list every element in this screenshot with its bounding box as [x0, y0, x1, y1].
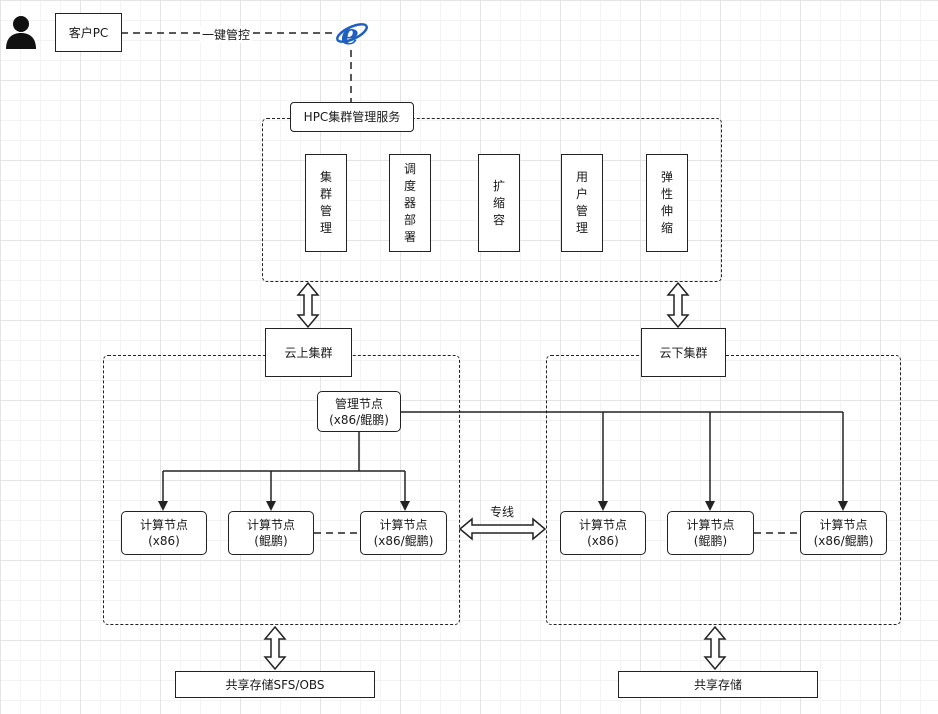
onprem-cluster-region	[546, 355, 901, 625]
hpc-service-region	[262, 118, 722, 282]
cloud-shared-storage: 共享存储SFS/OBS	[175, 671, 375, 698]
module-label: 调度器部署	[403, 161, 416, 244]
cloud-compute-node-x86: 计算节点 (x86)	[121, 511, 207, 555]
compute-node-label: 计算节点 (鲲鹏)	[686, 518, 735, 548]
service-cloud-double-arrow	[296, 281, 320, 329]
manager-node-label: 管理节点 (x86/鲲鹏)	[329, 396, 389, 427]
hpc-service-title-text: HPC集群管理服务	[303, 110, 401, 124]
module-scaling: 扩缩容	[478, 154, 520, 252]
onprem-cluster-title: 云下集群	[641, 328, 726, 377]
onprem-storage-label: 共享存储	[693, 677, 742, 692]
client-pc-label: 客户PC	[68, 25, 109, 40]
user-icon	[6, 16, 36, 49]
module-label: 弹性伸缩	[660, 170, 673, 235]
onprem-compute-node-mixed: 计算节点 (x86/鲲鹏)	[800, 511, 887, 555]
module-scheduler-deploy: 调度器部署	[389, 154, 431, 252]
cloud-compute-node-kunpeng: 计算节点 (鲲鹏)	[228, 511, 314, 555]
module-label: 用户管理	[575, 170, 588, 235]
onprem-shared-storage: 共享存储	[618, 671, 818, 698]
internet-explorer-icon: e	[336, 18, 368, 50]
module-cluster-management: 集群管理	[305, 154, 347, 252]
compute-node-label: 计算节点 (x86/鲲鹏)	[373, 518, 434, 548]
compute-node-label: 计算节点 (鲲鹏)	[246, 518, 295, 548]
module-user-management: 用户管理	[561, 154, 603, 252]
cloud-cluster-title: 云上集群	[265, 328, 352, 377]
onprem-storage-double-arrow	[703, 625, 727, 671]
hpc-service-title: HPC集群管理服务	[290, 102, 414, 132]
service-onprem-double-arrow	[666, 281, 690, 329]
module-elastic-scaling: 弹性伸缩	[646, 154, 688, 252]
module-label: 集群管理	[319, 170, 332, 235]
cloud-cluster-region	[103, 355, 460, 625]
client-pc-box: 客户PC	[55, 13, 122, 52]
one-click-control-label: 一键管控	[200, 26, 253, 43]
svg-text:e: e	[341, 18, 359, 50]
dedicated-line-double-arrow	[458, 517, 547, 541]
compute-node-label: 计算节点 (x86)	[139, 518, 188, 548]
onprem-cluster-title-text: 云下集群	[659, 345, 708, 360]
dedicated-line-label: 专线	[490, 505, 515, 519]
onprem-compute-node-kunpeng: 计算节点 (鲲鹏)	[667, 511, 754, 555]
cloud-manager-node: 管理节点 (x86/鲲鹏)	[317, 391, 401, 432]
compute-node-label: 计算节点 (x86/鲲鹏)	[813, 518, 874, 548]
cloud-storage-label: 共享存储SFS/OBS	[225, 677, 325, 692]
cloud-storage-double-arrow	[263, 625, 287, 671]
module-label: 扩缩容	[492, 178, 505, 227]
cloud-compute-node-mixed: 计算节点 (x86/鲲鹏)	[360, 511, 447, 555]
onprem-compute-node-x86: 计算节点 (x86)	[560, 511, 646, 555]
cloud-cluster-title-text: 云上集群	[284, 345, 333, 360]
compute-node-label: 计算节点 (x86)	[578, 518, 627, 548]
